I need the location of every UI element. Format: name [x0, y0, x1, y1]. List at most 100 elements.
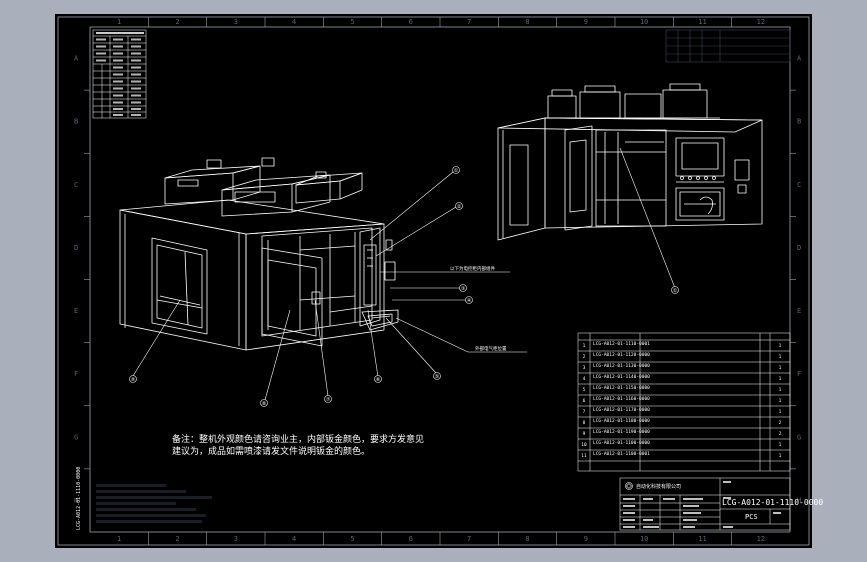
bom-row: 10 LCG-A012-01-1100-0000 1 [581, 440, 781, 448]
border-column-label: 7 [467, 535, 471, 543]
bom-row-quantity: 1 [779, 398, 782, 404]
bom-row-code: LCG-A012-01-1120-0000 [593, 352, 650, 358]
border-row-label: A [797, 55, 802, 63]
bom-row-quantity: 1 [779, 354, 782, 360]
border-row-label: B [74, 118, 78, 126]
callout-1: ① [454, 168, 459, 174]
bom-row-number: 6 [583, 398, 586, 404]
callout-9: ⑨ [131, 377, 136, 383]
border-column-label: 10 [640, 18, 648, 26]
bom-row-number: 9 [583, 431, 586, 437]
title-block-cell-text [623, 481, 781, 528]
sheet-background [55, 14, 812, 548]
border-column-label: 1 [117, 535, 121, 543]
border-column-label: 10 [640, 535, 648, 543]
bom-row: 9 LCG-A012-01-1190-0000 2 [583, 429, 782, 437]
bom-row-number: 10 [581, 442, 587, 448]
callout-8: ⑧ [262, 401, 267, 407]
callout-6: ⑥ [376, 377, 381, 383]
border-column-label: 2 [175, 535, 179, 543]
bom-row-quantity: 1 [779, 442, 782, 448]
bom-row-quantity: 2 [779, 431, 782, 437]
bom-row-number: 1 [583, 343, 586, 349]
border-column-label: 9 [584, 18, 588, 26]
callout-leaders [132, 147, 676, 401]
note-line-2: 建议为，成品如需喷漆请发文件说明钣金的颜色。 [172, 445, 370, 457]
bom-table-grid [577, 332, 791, 472]
bom-row-code: LCG-A012-01-1170-0000 [593, 407, 650, 413]
border-row-label: D [74, 244, 78, 252]
callout-2: ② [457, 204, 462, 210]
bom-row: 6 LCG-A012-01-1160-0000 1 [583, 396, 782, 404]
bom-row-code: LCG-A012-01-1140-0000 [593, 374, 650, 380]
border-column-label: 12 [757, 18, 765, 26]
company-logo [625, 482, 633, 490]
border-column-label: 6 [409, 18, 413, 26]
callout-5: ⑤ [435, 374, 440, 380]
border-column-label: 1 [117, 18, 121, 26]
border-row-label: B [797, 118, 801, 126]
bom-row-code: LCG-A012-01-1180-0000 [593, 418, 650, 424]
bom-row-code: LCG-A012-01-1130-0000 [593, 363, 650, 369]
border-column-label: 9 [584, 535, 588, 543]
border-column-label: 2 [175, 18, 179, 26]
title-block-grid [619, 477, 791, 531]
bom-row-number: 7 [583, 409, 586, 415]
bom-row-code: LCG-A012-01-1160-0000 [593, 396, 650, 402]
callout-markers [129, 166, 679, 407]
callout-4: ④ [467, 298, 472, 304]
callout-3: ③ [461, 286, 466, 292]
callout-numbers: ① ② ③ ④ ⑤ ⑥ ⑦ ⑧ ⑨ ① [131, 168, 678, 407]
bom-row: 7 LCG-A012-01-1170-0000 1 [583, 407, 782, 415]
note-line-1: 备注：整机外观颜色请咨询业主，内部钣金颜色，要求方发意见 [172, 433, 424, 445]
border-row-label: F [74, 370, 78, 378]
border-column-label: 8 [525, 535, 529, 543]
bom-row-number: 8 [583, 420, 586, 426]
drawing-number: LCG-A012-01-1110-0000 [722, 498, 823, 507]
border-row-label: C [74, 181, 78, 189]
label-lower: 外部电气柜位置 [475, 345, 507, 352]
border-column-label: 12 [757, 535, 765, 543]
border-column-label: 3 [234, 18, 238, 26]
approval-stamp-block [96, 484, 212, 523]
bom-row: 3 LCG-A012-01-1130-0000 1 [583, 363, 782, 371]
bom-row-code: LCG-A012-01-1100-0000 [593, 440, 650, 446]
vertical-drawing-number: LCG-A012-01-1110-0000 [76, 467, 82, 530]
bom-row-quantity: 1 [779, 453, 782, 459]
bom-row-number: 3 [583, 365, 586, 371]
unit-label: PCS [745, 513, 758, 521]
bom-row-quantity: 1 [779, 376, 782, 382]
bom-row-number: 5 [583, 387, 586, 393]
revision-table-text [96, 32, 144, 116]
border-column-label: 7 [467, 18, 471, 26]
border-row-label: D [797, 244, 801, 252]
border-row-label: C [797, 181, 801, 189]
border-row-label: H [74, 496, 78, 504]
bom-rows: 1 LCG-A012-01-1110-0001 1 2 LCG-A012-01-1120… [581, 341, 781, 459]
callout-7: ⑦ [326, 397, 331, 403]
bom-row-number: 4 [583, 376, 586, 382]
bom-row-code: LCG-A012-01-1100-0001 [593, 451, 650, 457]
bom-row-code: LCG-A012-01-1110-0001 [593, 341, 650, 347]
outer-frame [57, 16, 810, 546]
border-column-label: 11 [698, 535, 706, 543]
bom-row-quantity: 1 [779, 409, 782, 415]
border-column-label: 6 [409, 535, 413, 543]
change-record-table [665, 29, 791, 63]
border-row-label: H [797, 496, 801, 504]
callout-10: ① [673, 288, 678, 294]
company-name: 自动化科技有限公司 [636, 483, 681, 490]
border-column-label: 4 [292, 535, 296, 543]
border-column-label: 5 [350, 535, 354, 543]
border-column-label: 11 [698, 18, 706, 26]
bom-row-quantity: 1 [779, 365, 782, 371]
bom-row-code: LCG-A012-01-1190-0000 [593, 429, 650, 435]
